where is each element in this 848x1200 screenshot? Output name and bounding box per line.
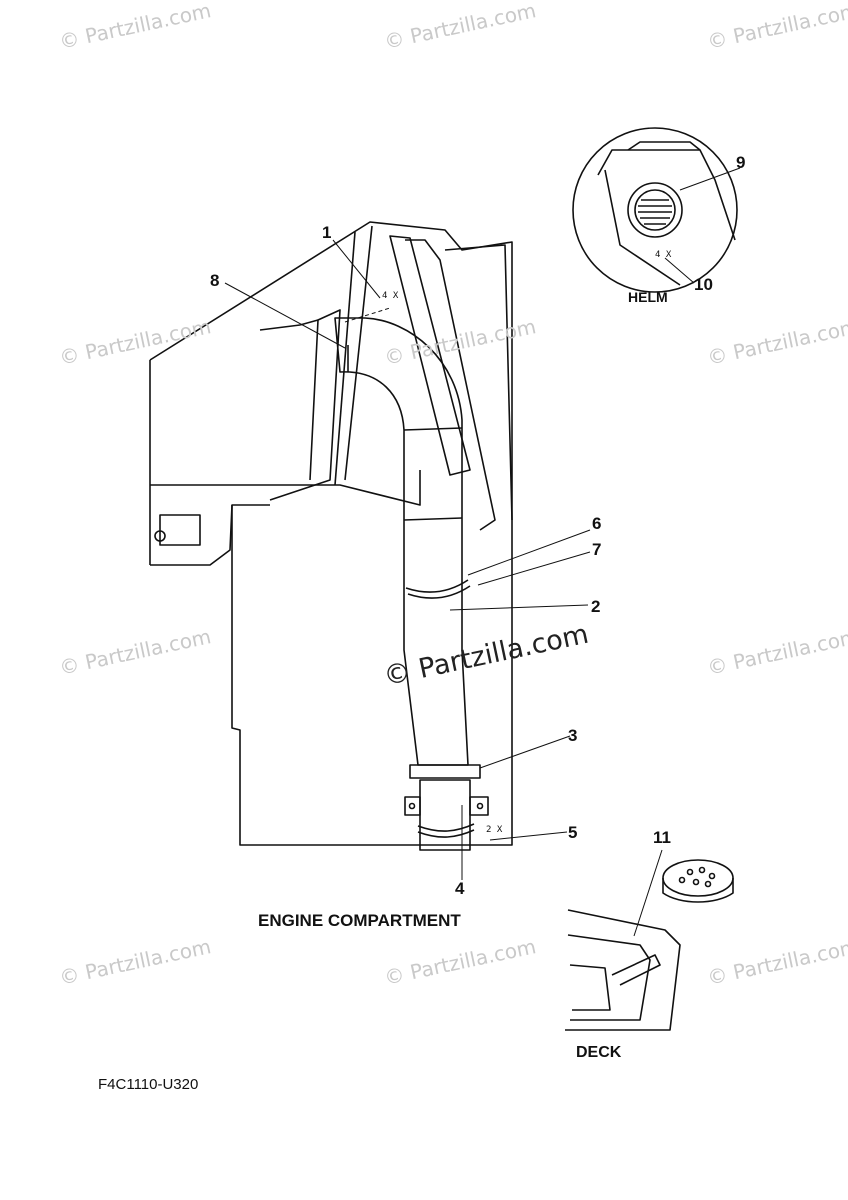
- callout-6: 6: [592, 514, 602, 533]
- callout-3: 3: [568, 726, 578, 745]
- multiplier-5: 2 X: [486, 825, 503, 835]
- lower-flange: [404, 764, 489, 851]
- callout-2: 2: [591, 597, 601, 616]
- callout-5: 5: [568, 823, 578, 842]
- callout-1: 1: [322, 223, 332, 242]
- multiplier-1: 4 X: [382, 291, 399, 301]
- helm-label: HELM: [628, 289, 668, 305]
- callout-11: 11: [653, 828, 671, 847]
- callout-7: 7: [592, 540, 602, 559]
- callout-9: 9: [736, 153, 746, 172]
- callout-4: 4: [455, 879, 465, 898]
- diagram-code: F4C1110-U320: [98, 1076, 199, 1093]
- callout-8: 8: [210, 271, 220, 290]
- vent-duct: [334, 317, 471, 766]
- leader-lines: [224, 167, 741, 937]
- helm-inset: [572, 127, 738, 293]
- callout-10: 10: [694, 275, 713, 294]
- deck-label: DECK: [576, 1044, 622, 1061]
- engine-compartment-housing: [149, 221, 513, 846]
- engine-compartment-label: ENGINE COMPARTMENT: [258, 911, 461, 930]
- deck-inset: [565, 859, 734, 1031]
- multiplier-10: 4 X: [655, 250, 672, 260]
